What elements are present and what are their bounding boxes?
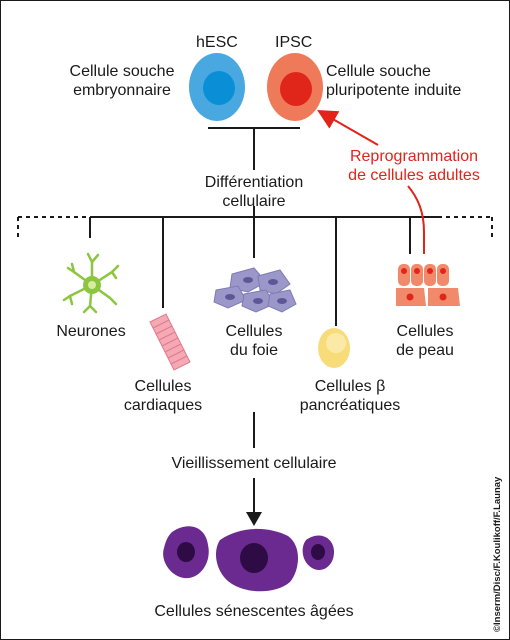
reprogramming-label: Reprogrammation de cellules adultes [334, 147, 494, 185]
foie-label: Cellules du foie [214, 322, 294, 360]
aging-label: Vieillissement cellulaire [171, 455, 337, 472]
ipsc-label-line2: pluripotente induite [326, 82, 462, 99]
reprog-arrow [317, 110, 379, 146]
hesc-cell [189, 53, 245, 121]
differentiation-label: Différentiation cellulaire [174, 173, 334, 211]
beta-line1: Cellules β [314, 378, 386, 395]
ipsc-label: Cellule souche pluripotente induite [326, 62, 496, 100]
hesc-label: Cellule souche embryonnaire [54, 62, 190, 100]
hesc-label-line1: Cellule souche [69, 63, 175, 80]
hesc-label-line2: embryonnaire [73, 82, 171, 99]
peau-line2: de peau [396, 342, 454, 359]
hesc-abbr: hESC [196, 34, 238, 51]
reprogramming-line2: de cellules adultes [348, 167, 480, 184]
peau-line1: Cellules [396, 323, 454, 340]
ipsc-abbr: IPSC [275, 34, 313, 51]
ipsc-label-line1: Cellule souche [326, 63, 431, 80]
skin-cells-icon [396, 264, 460, 306]
senescent-cells-icon [163, 526, 334, 592]
senescent-label: Cellules sénescentes âgées [154, 603, 354, 620]
differentiation-line2: cellulaire [222, 193, 286, 210]
beta-label: Cellules β pancréatiques [290, 377, 410, 415]
beta-cell-icon [318, 328, 350, 368]
aging-arrowhead [246, 512, 262, 526]
cardiaques-line1: Cellules [134, 378, 192, 395]
neuron-icon [62, 252, 120, 314]
credit-text: ©Inserm/Disc/F.Koulikoff/F.Launay [492, 476, 503, 632]
peau-label: Cellules de peau [380, 322, 470, 360]
beta-line2: pancréatiques [299, 397, 401, 414]
reprog-line-lower [407, 185, 425, 254]
ipsc-cell [267, 53, 323, 121]
cardiaques-line2: cardiaques [123, 397, 203, 414]
foie-line1: Cellules [225, 323, 283, 340]
foie-line2: du foie [229, 342, 279, 359]
liver-nuclei [225, 277, 287, 304]
reprogramming-line1: Reprogrammation [349, 148, 479, 165]
cardiac-cell-icon [149, 313, 191, 371]
differentiation-line1: Différentiation [204, 174, 304, 191]
liver-cells-icon [213, 267, 297, 313]
neurones-label: Neurones [56, 323, 126, 340]
cardiaques-label: Cellules cardiaques [118, 377, 208, 415]
